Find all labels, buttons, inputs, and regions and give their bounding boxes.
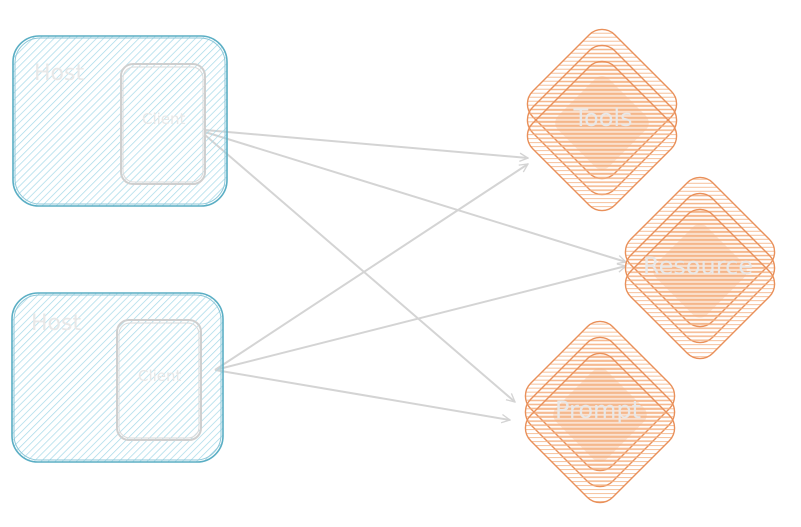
edge-host1-prompt — [204, 134, 515, 402]
edge-host1-tools — [204, 129, 528, 158]
client-box — [116, 319, 202, 441]
host-box: Host Client — [11, 292, 224, 463]
node-label: Prompt — [555, 396, 641, 424]
host-label: Host — [34, 61, 84, 86]
prompt-node: Prompt — [524, 320, 676, 504]
edge-host1-resource — [204, 131, 626, 262]
edge-host2-tools — [214, 163, 528, 371]
host-label: Host — [31, 311, 81, 336]
tools-node: Tools — [526, 28, 678, 212]
node-label: Tools — [572, 104, 632, 132]
edge-host2-resource — [214, 266, 626, 371]
client-label: Client — [142, 110, 186, 128]
client-box — [120, 63, 206, 185]
edges — [204, 129, 626, 420]
edge-host2-prompt — [214, 369, 510, 420]
host-box: Host Client — [12, 35, 228, 207]
client-label: Client — [138, 367, 182, 385]
node-label: Resource — [643, 252, 753, 280]
resource-node: Resource — [624, 176, 776, 360]
